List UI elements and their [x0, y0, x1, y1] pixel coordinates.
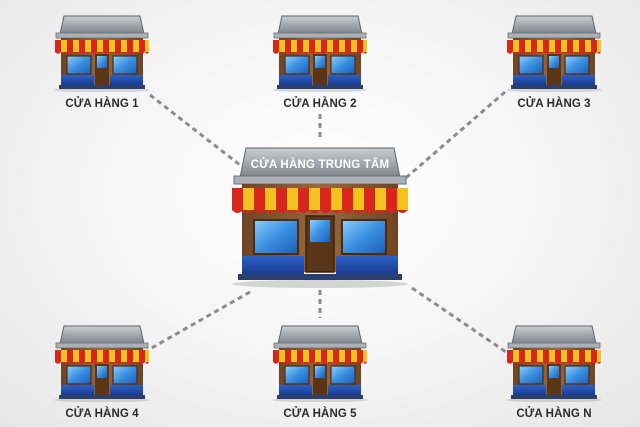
- store-1-building: [54, 15, 150, 93]
- central-store: CỬA HÀNG TRUNG TÂM: [228, 138, 412, 293]
- central-store-sign: CỬA HÀNG TRUNG TÂM: [251, 158, 390, 171]
- store-1-label: CỬA HÀNG 1: [65, 98, 139, 110]
- store-n-building: [506, 325, 602, 403]
- store-3-building: [506, 15, 602, 93]
- store-n: [504, 322, 604, 407]
- store-4-building: [54, 325, 150, 403]
- store-4-label: CỬA HÀNG 4: [65, 408, 139, 420]
- store-5-building: [272, 325, 368, 403]
- connector-store-1: [149, 93, 241, 167]
- store-n-label: CỬA HÀNG N: [516, 408, 592, 420]
- store-1: [52, 12, 152, 97]
- store-5: [270, 322, 370, 407]
- store-5-label: CỬA HÀNG 5: [283, 408, 357, 420]
- store-4: [52, 322, 152, 407]
- store-2-building: [272, 15, 368, 93]
- store-2-label: CỬA HÀNG 2: [283, 98, 357, 110]
- central-store-building: CỬA HÀNG TRUNG TÂM: [232, 147, 408, 288]
- central-awning: [232, 188, 408, 213]
- connector-store-n: [411, 286, 507, 354]
- store-2: [270, 12, 370, 97]
- store-3-label: CỬA HÀNG 3: [517, 98, 591, 110]
- store-3: [504, 12, 604, 97]
- connector-store-4: [147, 290, 251, 352]
